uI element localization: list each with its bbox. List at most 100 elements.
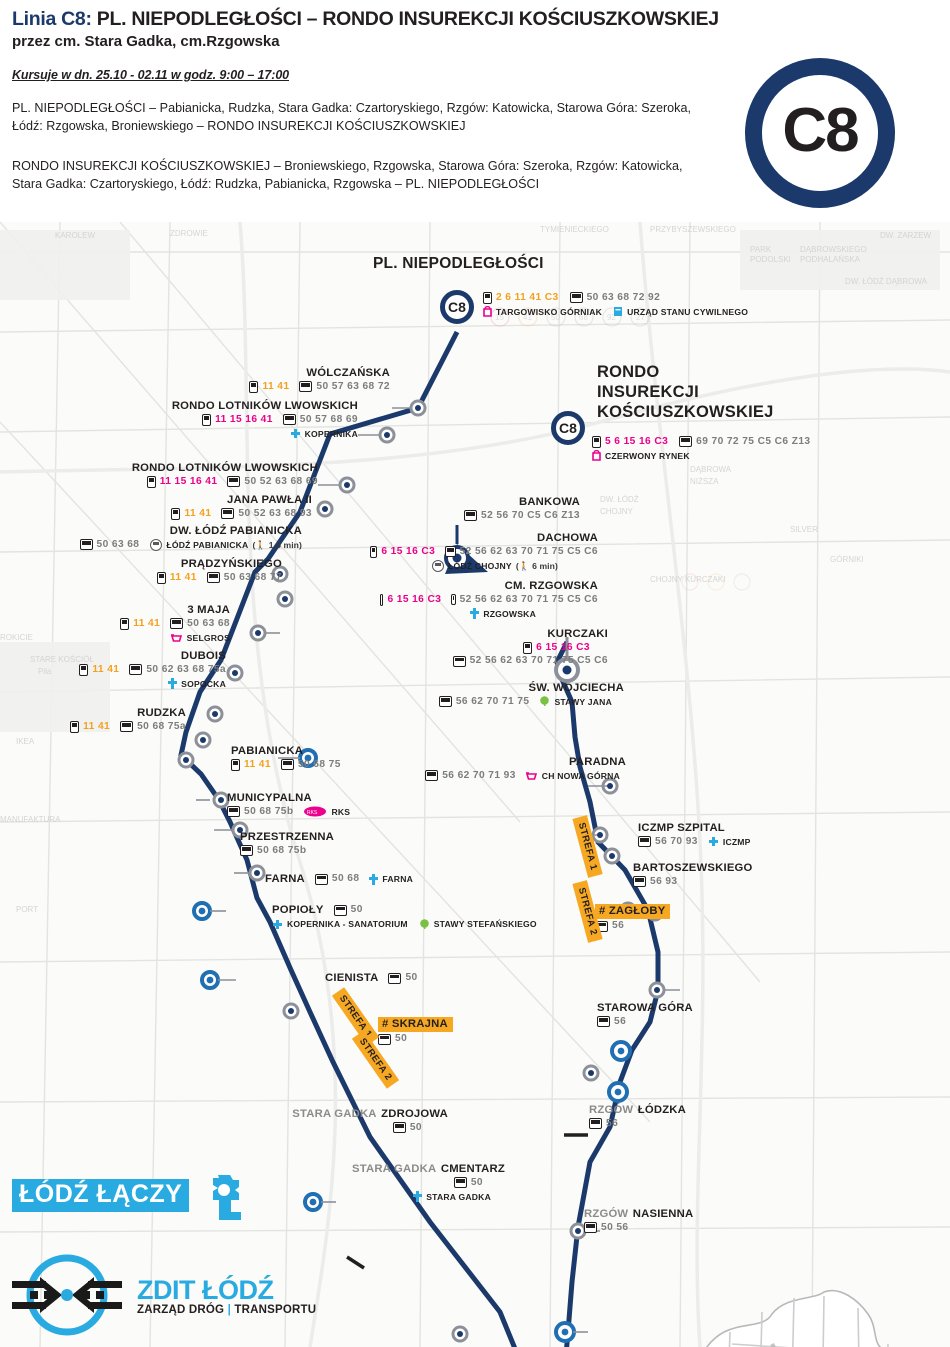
poi-north-1: TARGOWISKO GÓRNIAK bbox=[496, 306, 603, 317]
stop-name: CMENTARZ bbox=[440, 1163, 505, 1175]
bus-icon bbox=[221, 508, 235, 519]
bus-icon bbox=[451, 594, 456, 605]
stop-zagloby: # ZAGŁOBY 56 bbox=[595, 904, 671, 932]
market-icon bbox=[483, 306, 492, 317]
svg-text:PODHALAŃSKA: PODHALAŃSKA bbox=[800, 255, 861, 264]
bus-lines: 50 bbox=[470, 1176, 483, 1188]
svg-text:ZDROWIE: ZDROWIE bbox=[170, 229, 208, 238]
stop-name: KURCZAKI bbox=[547, 628, 608, 640]
bus-lines: 56 93 bbox=[650, 875, 678, 887]
svg-text:NIŻSZA: NIŻSZA bbox=[690, 477, 719, 486]
bus-lines: 52 56 62 63 70 71 75 C5 C6 bbox=[459, 545, 598, 557]
train-icon bbox=[150, 538, 163, 551]
stop-name: MUNICYPALNA bbox=[227, 792, 312, 804]
zdit-mark-icon bbox=[12, 1254, 122, 1336]
poi-label: RKS bbox=[331, 806, 351, 817]
shop-icon bbox=[525, 771, 537, 780]
bus-lines: 52 56 62 63 70 71 75 C5 C6 bbox=[459, 593, 598, 605]
stop-stara-gadka-cmentarz: STARA GADKA CMENTARZ 50 STARA GADKA bbox=[250, 1162, 505, 1203]
bus-lines: 50 62 63 68 75a bbox=[146, 663, 226, 675]
bus-icon bbox=[227, 806, 240, 817]
zdit-title: ZDIT ŁÓDŹ bbox=[137, 1274, 274, 1305]
bus-lines: 56 bbox=[606, 1117, 619, 1129]
bus-lines: 50 bbox=[409, 1121, 422, 1133]
line-prefix: Linia C8: bbox=[12, 8, 92, 30]
svg-text:ROKICIE: ROKICIE bbox=[0, 633, 33, 642]
stop-pabianicka: PABIANICKA 11 41 50 68 75 bbox=[231, 745, 341, 771]
lodz-laczy-text: ŁÓDŹ ŁĄCZY bbox=[12, 1179, 190, 1213]
stop-name: 3 MAJA bbox=[187, 604, 230, 616]
stop-name: NASIENNA bbox=[632, 1208, 694, 1220]
bus-lines: 50 68 75 bbox=[297, 758, 341, 770]
hospital-icon bbox=[708, 837, 718, 846]
bus-lines: 50 56 bbox=[601, 1221, 629, 1233]
background-street-map: KAROLEW ZDROWIE TYMIENIECKIEGO PRZYBYSZE… bbox=[0, 222, 950, 1347]
bus-icon bbox=[314, 873, 328, 885]
stop-name: DUBOIS bbox=[180, 650, 226, 662]
stop-area: STARA GADKA bbox=[292, 1108, 377, 1120]
train-station-label: ŁÓDŹ CHOJNY bbox=[448, 560, 512, 571]
bus-lines: 50 57 63 68 72 bbox=[316, 380, 390, 392]
hospital-icon bbox=[290, 429, 300, 438]
bus-icon bbox=[227, 476, 241, 487]
bus-icon bbox=[280, 759, 294, 770]
svg-text:PODOLSKI: PODOLSKI bbox=[750, 255, 791, 264]
svg-text:TYMIENIECKIEGO: TYMIENIECKIEGO bbox=[540, 225, 609, 234]
stop-cm-rzgowska: CM. RZGOWSKA 6 15 16 C3 52 56 62 63 70 7… bbox=[380, 580, 598, 620]
route-line bbox=[177, 330, 680, 1347]
lodz-laczy-logo: ŁÓDŹ ŁĄCZY bbox=[12, 1173, 248, 1223]
hospital-icon bbox=[273, 919, 282, 929]
stop-name: WÓLCZAŃSKA bbox=[306, 367, 390, 379]
bus-icon bbox=[569, 292, 583, 303]
map-canvas: KAROLEW ZDROWIE TYMIENIECKIEGO PRZYBYSZE… bbox=[0, 222, 950, 1347]
stop-name: CIENISTA bbox=[325, 972, 379, 984]
terminus-badge-north: C8 bbox=[440, 290, 474, 324]
terminus-title-north: PL. NIEPODLEGŁOŚCI bbox=[373, 255, 544, 272]
svg-text:DW. ZARZEW: DW. ZARZEW bbox=[880, 231, 932, 240]
bus-lines: 50 68 bbox=[331, 873, 360, 884]
tram-lines: 11 15 16 41 bbox=[159, 475, 218, 487]
stop-name: RUDZKA bbox=[137, 707, 186, 719]
stop-stara-gadka-zdrojowa: STARA GADKA ZDROJOWA 50 bbox=[200, 1107, 448, 1134]
stop-name: BARTOSZEWSKIEGO bbox=[633, 862, 753, 874]
bus-lines: 52 56 62 63 70 71 75 C5 C6 bbox=[469, 655, 608, 666]
poi-label: SELGROS bbox=[186, 632, 230, 643]
stop-rzgow-nasienna: RZGÓW NASIENNA 50 56 bbox=[584, 1207, 693, 1234]
stop-rondo-lotnikow-1: RONDO LOTNIKÓW LWOWSKICH 11 15 16 41 50 … bbox=[80, 400, 358, 440]
tram-icon bbox=[171, 507, 181, 520]
svg-text:68: 68 bbox=[579, 313, 588, 322]
bus-lines: 56 62 70 71 75 bbox=[455, 695, 530, 707]
svg-text:RKS: RKS bbox=[307, 810, 318, 816]
stop-popioly: POPIOŁY 50 KOPERNIKA - SANATORIUM STAWY … bbox=[272, 904, 537, 930]
svg-text:Pila: Pila bbox=[38, 667, 52, 676]
stop-municypalna: MUNICYPALNA 50 68 75b RKS RKS bbox=[227, 792, 350, 818]
bus-icon bbox=[464, 510, 478, 521]
bus-icon bbox=[633, 876, 646, 887]
stop-name: RONDO LOTNIKÓW LWOWSKICH bbox=[171, 400, 358, 412]
bus-lines: 56 62 70 71 93 bbox=[442, 769, 516, 781]
tram-lines-east: 5 6 15 16 C3 bbox=[605, 435, 669, 447]
tram-lines: 11 41 bbox=[262, 380, 290, 392]
stop-rzgow-lodzka: RZGÓW ŁÓDZKA 56 bbox=[589, 1103, 686, 1130]
bus-lines: 50 bbox=[395, 1033, 408, 1044]
stop-cienista: CIENISTA 50 bbox=[325, 972, 418, 984]
walk-time: (🚶 6 min) bbox=[515, 560, 558, 571]
bus-icon bbox=[299, 381, 313, 392]
poi-label: CH NOWA GÓRNA bbox=[541, 770, 620, 781]
terminus-marker-north bbox=[444, 525, 488, 574]
route-direction-2: RONDO INSUREKCJI KOŚCIUSZKOWSKIEJ – Bron… bbox=[12, 159, 683, 191]
stop-dw-lodz-pabianicka: DW. ŁÓDŹ PABIANICKA 50 63 68 ŁÓDŹ PABIAN… bbox=[40, 525, 302, 551]
stop-iczmp-szpital: ICZMP SZPITAL 56 70 93 ICZMP bbox=[638, 822, 751, 848]
bus-lines: 50 bbox=[405, 972, 418, 983]
header: Linia C8: PL. NIEPODLEGŁOŚCI – RONDO INS… bbox=[0, 0, 950, 222]
poi-label: RZGOWSKA bbox=[483, 608, 536, 619]
bus-icon bbox=[129, 664, 143, 675]
tram-lines: 11 41 bbox=[184, 507, 212, 519]
bus-icon bbox=[206, 572, 220, 583]
subtitle: przez cm. Stara Gadka, cm.Rzgowska bbox=[12, 33, 280, 50]
tram-icon bbox=[592, 435, 601, 448]
bus-icon bbox=[679, 436, 693, 447]
tram-icon bbox=[146, 475, 156, 488]
